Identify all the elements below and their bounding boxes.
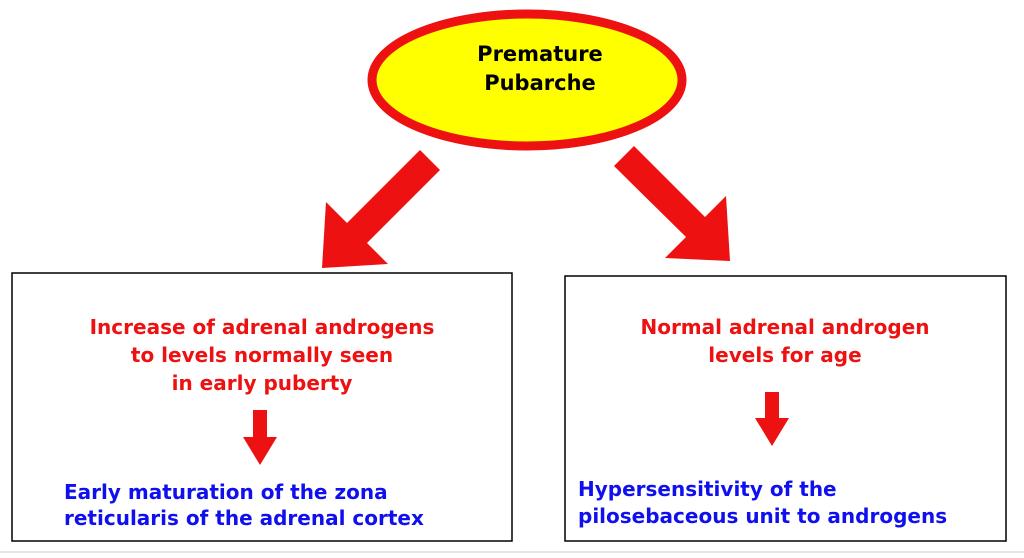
left-cause-line3: in early puberty	[171, 371, 353, 395]
right-cause-line2: levels for age	[708, 343, 862, 367]
left-cause-line1: Increase of adrenal androgens	[89, 315, 435, 339]
right-small-arrow	[755, 392, 789, 446]
left-box	[11, 272, 513, 542]
root-ellipse	[367, 9, 687, 151]
left-cause-line2: to levels normally seen	[130, 343, 394, 367]
root-title-line1: Premature	[477, 42, 603, 66]
root-title-line2: Pubarche	[484, 71, 596, 95]
arrow-to-left-box	[322, 150, 440, 268]
left-effect-line2: reticularis of the adrenal cortex	[64, 506, 424, 530]
arrow-to-right-box	[614, 146, 730, 261]
left-small-arrow	[243, 410, 277, 465]
right-effect-line1: Hypersensitivity of the	[578, 477, 837, 501]
right-box	[564, 275, 1007, 542]
left-effect-line1: Early maturation of the zona	[64, 480, 388, 504]
right-cause-line1: Normal adrenal androgen	[640, 315, 930, 339]
right-effect-line2: pilosebaceous unit to androgens	[578, 504, 948, 528]
